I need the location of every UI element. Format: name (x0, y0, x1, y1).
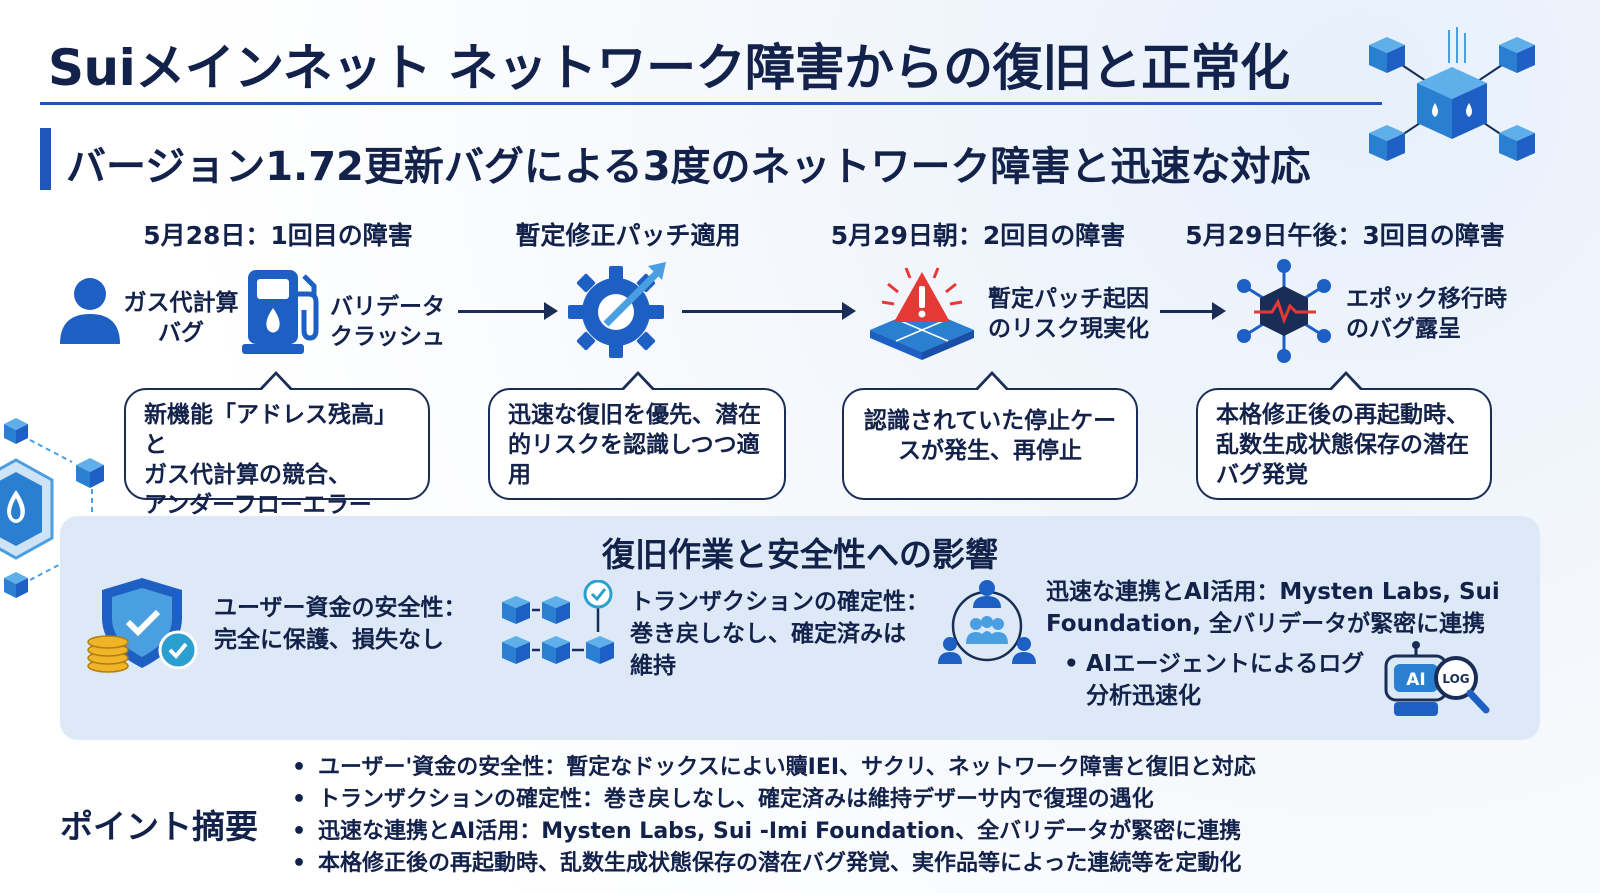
impact-finality-text: トランザクションの確定性：巻き戻しなし、確定済みは維持 (630, 589, 929, 679)
stage-4-description-bubble: 本格修正後の再起動時、乱数生成状態保存の潜在バグ発覚 (1196, 371, 1492, 500)
summary-list: ユーザー'資金の安全性：暫定なドックスによい贖IEI、サクリ、ネットワーク障害と… (292, 752, 1256, 880)
gear-wrench-patch-icon (568, 262, 666, 358)
blockchain-cube-logo-icon (1369, 27, 1535, 161)
ai-log-analysis-icon: AI LOG (1384, 641, 1490, 716)
network-hexagon-decoration-icon (0, 418, 104, 598)
subtitle-accent-bar (40, 128, 51, 190)
summary-item: ユーザー'資金の安全性：暫定なドックスによい贖IEI、サクリ、ネットワーク障害と… (292, 752, 1256, 784)
stage-1-right-label: バリデータクラッシュ (330, 294, 445, 350)
timeline-arrowhead-3 (1212, 302, 1226, 320)
gas-pump-icon (242, 270, 319, 354)
timeline-arrow-2 (682, 310, 844, 313)
timeline-arrowhead-1 (544, 302, 558, 320)
stage-3-description-bubble: 認識されていた停止ケースが発生、再停止 (842, 371, 1138, 500)
summary-title: ポイント摘要 (60, 807, 258, 846)
stage-4-right-label: エポック移行時のバグ露呈 (1346, 286, 1507, 342)
stage-1-description-bubble: 新機能「アドレス残高」とガス代計算の競合、アンダーフローエラー (124, 371, 430, 518)
impact-panel (60, 516, 1540, 740)
user-icon (60, 278, 120, 344)
stage-2-title: 暫定修正パッチ適用 (515, 221, 741, 250)
page-title: Suiメインネット ネットワーク障害からの復旧と正常化 (48, 39, 1290, 97)
summary-item: 本格修正後の再起動時、乱数生成状態保存の潜在バグ発覚、実作品等によった連続等を定… (292, 848, 1256, 880)
network-node-bug-icon (1237, 259, 1331, 363)
log-badge-text: LOG (1442, 672, 1469, 686)
stage-2-description-bubble: 迅速な復旧を優先、潜在的リスクを認識しつつ適用 (488, 371, 786, 500)
timeline-arrowhead-2 (842, 302, 856, 320)
impact-ai-bullet: •AIエージェントによるログ 分析迅速化 (1064, 651, 1365, 709)
summary-item: トランザクションの確定性：巻き戻しなし、確定済みは維持デザーサ内で復理の遇化 (292, 784, 1256, 816)
stage-4-title: 5月29日午後：3回目の障害 (1185, 221, 1505, 250)
summary-item: 迅速な連携とAI活用：Mysten Labs, Sui -Imi Foundat… (292, 816, 1256, 848)
stage-3-title: 5月29日朝：2回目の障害 (830, 221, 1126, 250)
stage-1-left-label: ガス代計算バグ (123, 290, 239, 346)
impact-title: 復旧作業と安全性への影響 (602, 535, 998, 574)
stage-1-title: 5月28日：1回目の障害 (143, 221, 413, 250)
warning-alert-icon (870, 267, 974, 360)
stage-3-right-label: 暫定パッチ起因のリスク現実化 (988, 286, 1149, 342)
title-divider (40, 102, 1382, 105)
subtitle: バージョン1.72更新バグによる3度のネットワーク障害と迅速な対応 (66, 144, 1311, 190)
transaction-blocks-icon (502, 580, 614, 664)
timeline-arrow-1 (458, 310, 546, 313)
impact-funds-text: ユーザー資金の安全性：完全に保護、損失なし (214, 595, 467, 653)
ai-badge-text: AI (1406, 670, 1425, 690)
team-collaboration-icon (938, 580, 1036, 664)
shield-coins-icon (87, 578, 198, 673)
timeline-arrow-3 (1160, 310, 1214, 313)
